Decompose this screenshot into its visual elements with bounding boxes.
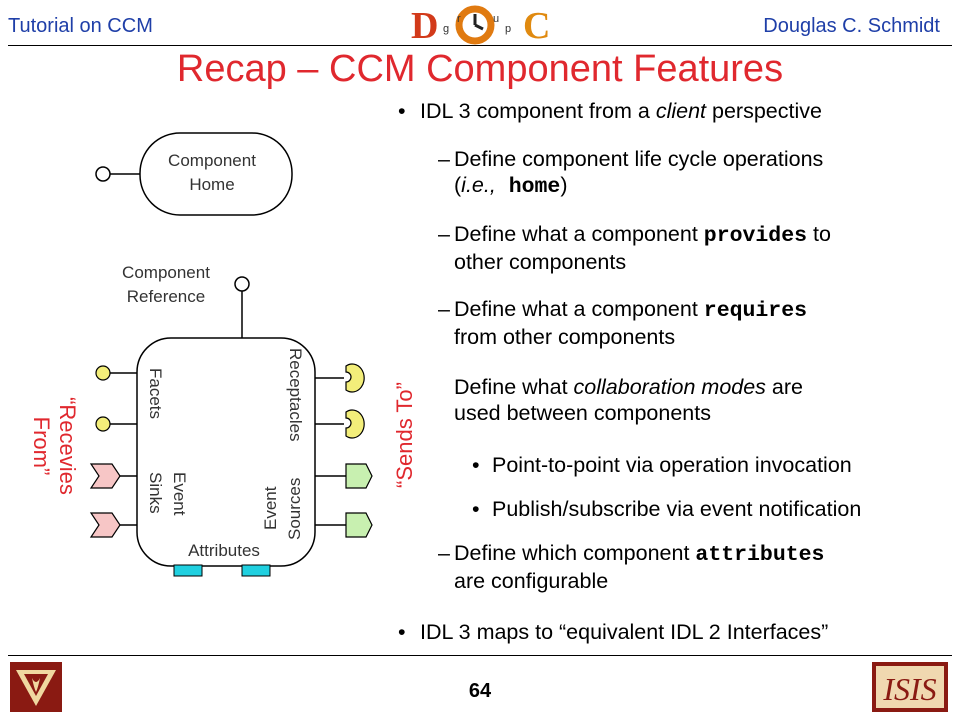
- sends-to-label: “Sends To”: [392, 382, 417, 488]
- logo-letter: u: [493, 13, 499, 25]
- component-home-label: Component: [168, 151, 256, 170]
- header-author: Douglas C. Schmidt: [763, 15, 940, 37]
- event-sinks-label: Sinks: [146, 472, 165, 514]
- bullet-idl3-client: • IDL 3 component from a client perspect…: [398, 99, 822, 123]
- page-number: 64: [468, 680, 492, 702]
- logo-letter: g: [443, 23, 449, 35]
- event-sinks-label: Event: [170, 472, 189, 516]
- receptacle-port: [345, 409, 365, 439]
- attributes-label: Attributes: [188, 541, 260, 560]
- component-home-label: Home: [189, 175, 234, 194]
- home-interface-port: [95, 166, 111, 182]
- event-sink-port: [89, 512, 121, 538]
- receptacles-label: Receptacles: [286, 348, 305, 442]
- sub-bullet-lifecycle: – Define component life cycle operations…: [438, 147, 824, 199]
- facet-port: [95, 365, 111, 381]
- svg-text:D: D: [411, 5, 438, 46]
- component-diagram: Component Home Component Reference Facet…: [89, 132, 373, 577]
- logo-letter: r: [457, 13, 461, 25]
- facets-label: Facets: [146, 368, 165, 419]
- facet-port: [95, 416, 111, 432]
- receives-from-line: From”: [29, 416, 54, 476]
- doc-group-logo: D C g r u p: [405, 5, 555, 46]
- event-sink-port: [89, 463, 121, 489]
- event-sources-label: Sources: [285, 478, 304, 540]
- attribute-port: [173, 564, 203, 577]
- receives-from-line: “Recevies: [55, 397, 80, 495]
- header-course-title: Tutorial on CCM: [8, 15, 153, 37]
- attribute-port: [241, 564, 271, 577]
- svg-text:C: C: [523, 5, 550, 46]
- sub-bullet-collaboration: Define what collaboration modes are used…: [454, 375, 803, 425]
- receives-from-label: “Recevies From”: [28, 386, 80, 506]
- footer-rule: [8, 655, 952, 656]
- vanderbilt-logo: [10, 662, 62, 712]
- header-rule: [8, 45, 952, 46]
- bullet-idl2-mapping: •IDL 3 maps to “equivalent IDL 2 Interfa…: [398, 620, 829, 644]
- sub-sub-bullet-p2p: •Point-to-point via operation invocation: [472, 453, 852, 477]
- component-reference-label: Component: [122, 263, 210, 282]
- event-source-port: [345, 512, 373, 538]
- component-reference-label: Reference: [127, 287, 205, 306]
- component-home-shape: [139, 132, 293, 216]
- svg-text:ISIS: ISIS: [882, 671, 936, 707]
- reference-port: [234, 276, 250, 292]
- logo-letter: p: [505, 23, 511, 35]
- slide-title: Recap – CCM Component Features: [176, 48, 784, 90]
- sub-bullet-requires: – Define what a component requires from …: [438, 297, 808, 349]
- isis-logo: ISIS: [872, 662, 948, 712]
- sub-bullet-attributes: – Define which component attributes are …: [438, 541, 825, 593]
- receptacle-port: [345, 363, 365, 393]
- event-source-port: [345, 463, 373, 489]
- sub-sub-bullet-pubsub: •Publish/subscribe via event notificatio…: [472, 497, 862, 521]
- sub-bullet-provides: – Define what a component provides to ot…: [438, 222, 831, 274]
- event-sources-label: Event: [261, 486, 280, 530]
- component-body: [136, 337, 316, 567]
